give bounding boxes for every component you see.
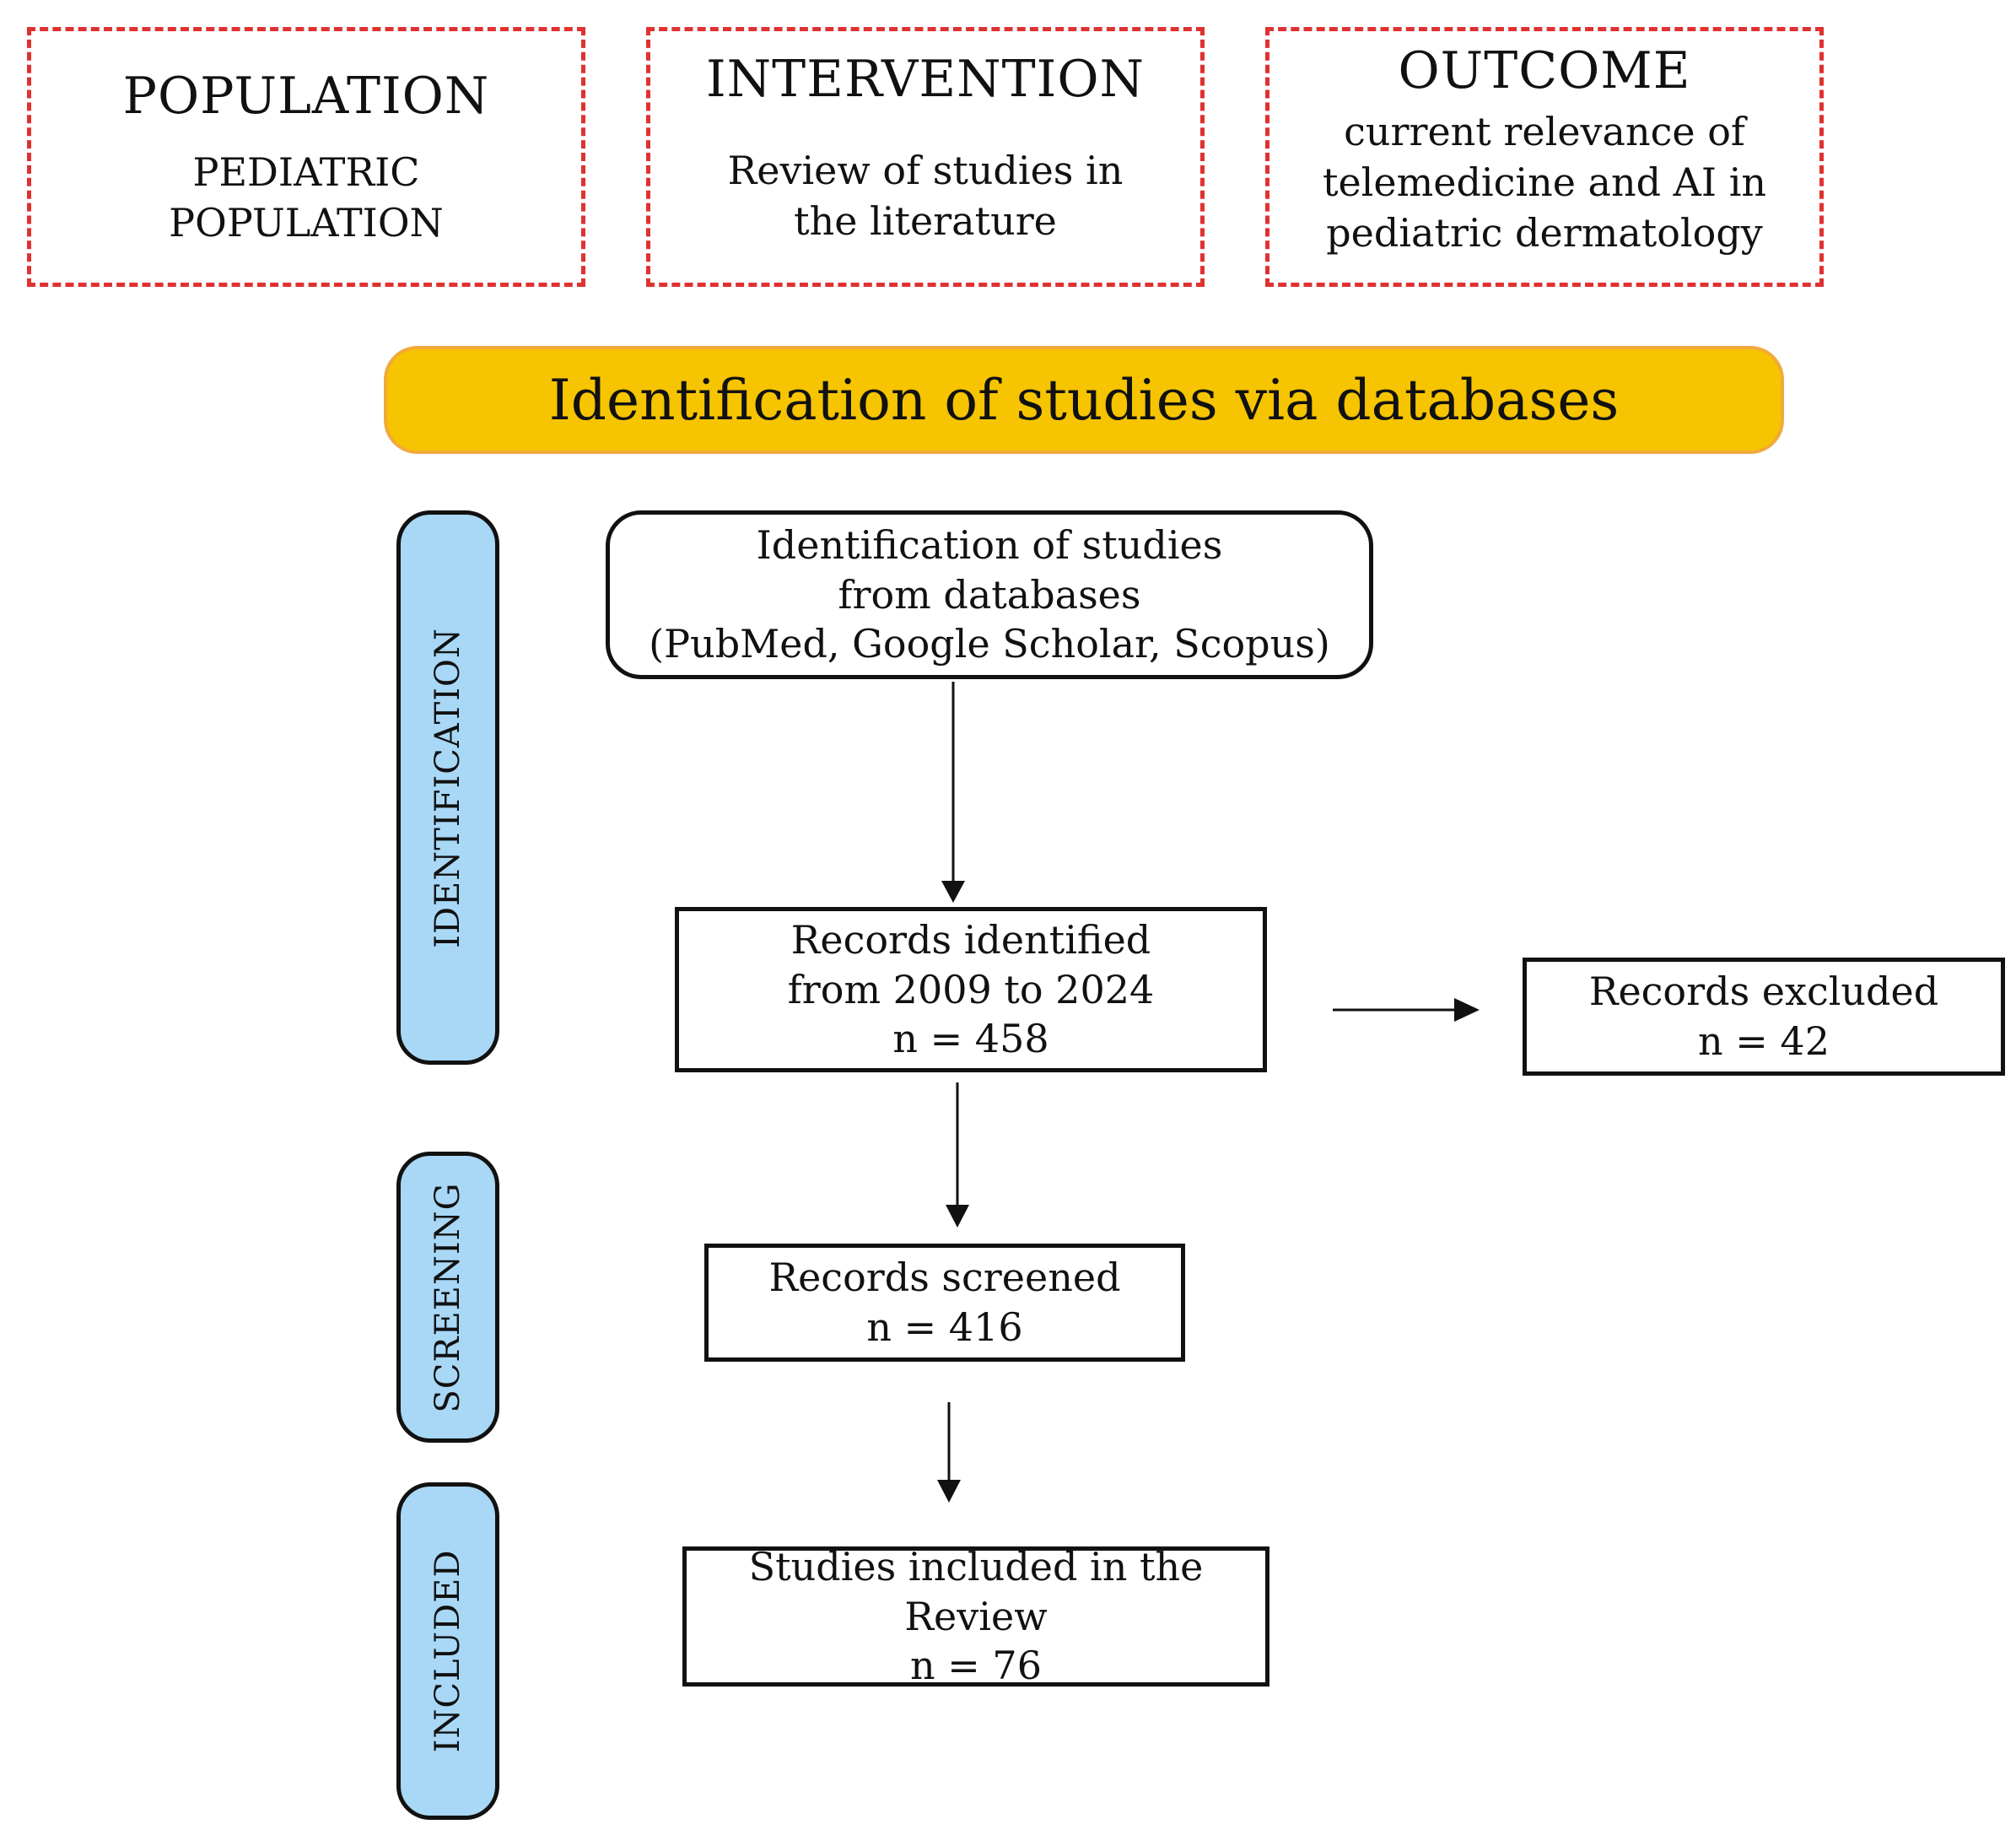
pico-population-title: POPULATION — [122, 67, 490, 126]
arrowhead-sources-to-identified — [941, 881, 965, 903]
phase-included: INCLUDED — [396, 1482, 499, 1820]
records-excluded-count: n = 42 — [1698, 1018, 1830, 1064]
records-screened-count: n = 416 — [866, 1304, 1023, 1350]
pico-outcome-line: telemedicine and AI in — [1322, 159, 1767, 205]
records-excluded-line: Records excluded — [1588, 969, 1939, 1015]
phase-identification: IDENTIFICATION — [396, 510, 499, 1065]
identification-banner-text: Identification of studies via databases — [548, 367, 1620, 433]
pico-intervention-text: Review of studies in the literature — [650, 146, 1200, 247]
identification-banner: Identification of studies via databases — [384, 346, 1784, 454]
records-excluded-box: Records excluded n = 42 — [1523, 958, 2005, 1076]
pico-population-text: PEDIATRIC POPULATION — [31, 148, 581, 249]
pico-intervention-line: Review of studies in — [727, 148, 1124, 193]
sources-box: Identification of studies from databases… — [606, 510, 1373, 679]
pico-population-line: PEDIATRIC — [192, 149, 420, 195]
records-identified-line: Records identified — [790, 916, 1151, 963]
phase-screening: SCREENING — [396, 1152, 499, 1443]
studies-included-box: Studies included in the Review n = 76 — [682, 1544, 1269, 1688]
pico-outcome-line: current relevance of — [1344, 109, 1745, 154]
records-screened-line: Records screened — [768, 1255, 1121, 1301]
pico-intervention-box: INTERVENTION Review of studies in the li… — [646, 27, 1205, 287]
arrowhead-identified-to-excluded — [1454, 998, 1480, 1022]
studies-included-count: n = 76 — [910, 1643, 1042, 1689]
records-identified-count: n = 458 — [892, 1016, 1049, 1062]
pico-outcome-line: pediatric dermatology — [1326, 209, 1763, 256]
pico-outcome-box: OUTCOME current relevance of telemedicin… — [1265, 27, 1824, 287]
sources-line: (PubMed, Google Scholar, Scopus) — [649, 621, 1330, 667]
studies-included-line: Studies included in the Review — [748, 1543, 1204, 1639]
arrowhead-identified-to-screened — [946, 1205, 969, 1228]
pico-intervention-line: the literature — [794, 197, 1057, 244]
records-identified-line: from 2009 to 2024 — [787, 966, 1155, 1012]
pico-population-box: POPULATION PEDIATRIC POPULATION — [27, 27, 585, 287]
pico-intervention-title: INTERVENTION — [705, 50, 1145, 109]
pico-outcome-text: current relevance of telemedicine and AI… — [1269, 107, 1819, 258]
sources-line: Identification of studies — [756, 521, 1223, 568]
pico-population-line: POPULATION — [169, 199, 444, 246]
sources-line: from databases — [838, 571, 1141, 618]
arrowhead-screened-to-included — [937, 1480, 961, 1503]
records-screened-box: Records screened n = 416 — [704, 1244, 1185, 1362]
pico-outcome-title: OUTCOME — [1398, 41, 1691, 100]
records-identified-box: Records identified from 2009 to 2024 n =… — [675, 907, 1267, 1072]
